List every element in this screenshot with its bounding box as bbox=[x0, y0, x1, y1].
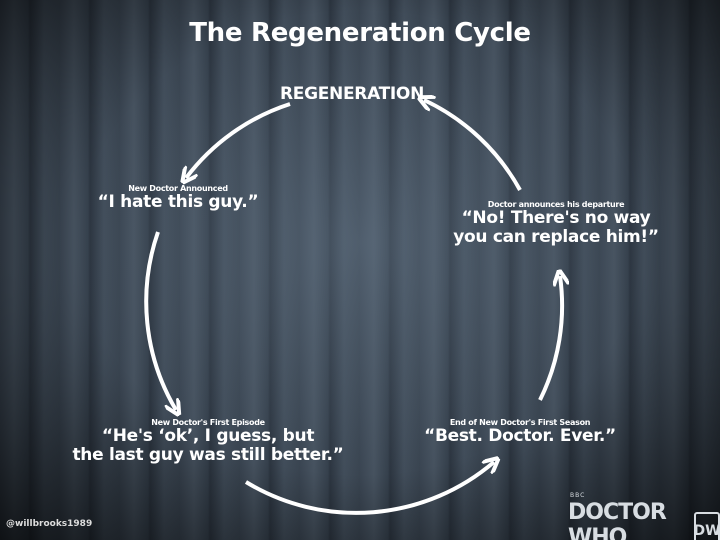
arrow-departure-to-regeneration bbox=[424, 100, 522, 191]
tardis-dw-icon: DW bbox=[693, 512, 720, 540]
diagram-title: The Regeneration Cycle bbox=[189, 18, 531, 48]
node-announced: New Doctor Announced “I hate this guy.” bbox=[98, 184, 259, 212]
node-departure: Doctor announces his departure “No! Ther… bbox=[453, 200, 659, 247]
node-quote-line: “No! There's no way bbox=[461, 208, 651, 228]
node-quote-line: the last guy was still better.” bbox=[72, 445, 344, 465]
author-credit: @willbrooks1989 bbox=[6, 519, 93, 529]
node-caption: New Doctor Announced bbox=[128, 184, 228, 193]
node-quote-line: you can replace him!” bbox=[453, 227, 659, 247]
node-regeneration: REGENERATION bbox=[279, 84, 425, 104]
arrow-regeneration-to-announced bbox=[186, 102, 291, 178]
logo-text: DOCTOR WHO bbox=[568, 500, 667, 540]
node-quote-line: “He's ‘ok’, I guess, but bbox=[101, 426, 315, 446]
node-caption: End of New Doctor's First Season bbox=[449, 418, 591, 427]
node-first-season: End of New Doctor's First Season “Best. … bbox=[424, 418, 616, 446]
node-caption: Doctor announces his departure bbox=[487, 200, 625, 209]
node-quote: “Best. Doctor. Ever.” bbox=[424, 426, 616, 446]
doctor-who-logo: BBC DOCTOR WHO DW bbox=[568, 492, 720, 540]
arrow-first-season-to-departure bbox=[538, 276, 562, 401]
node-quote: “I hate this guy.” bbox=[97, 192, 259, 212]
bbc-logo-text: BBC bbox=[570, 492, 586, 499]
arrow-first-episode-to-first-season bbox=[244, 462, 494, 515]
arrow-announced-to-first-episode bbox=[144, 231, 176, 410]
node-caption: New Doctor's First Episode bbox=[151, 418, 265, 427]
node-first-episode: New Doctor's First Episode “He's ‘ok’, I… bbox=[72, 418, 343, 465]
